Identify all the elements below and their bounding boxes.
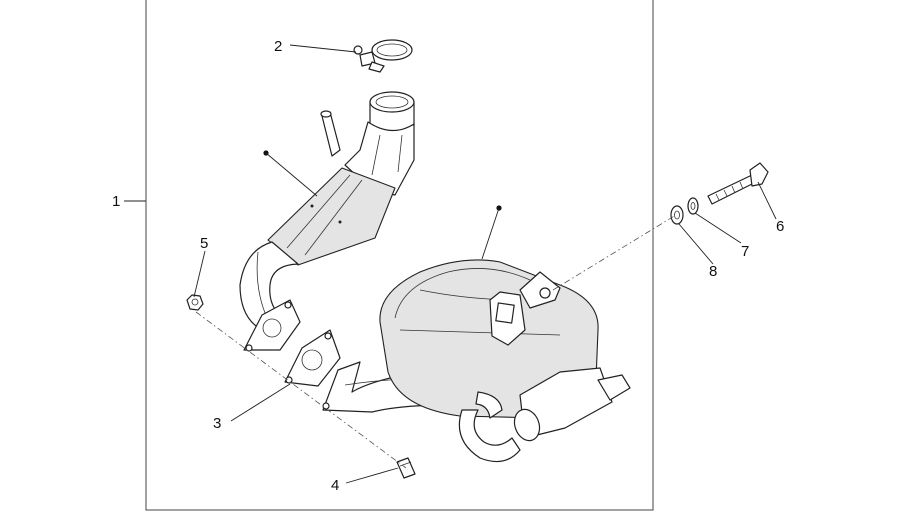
assembly-axis-lines xyxy=(195,214,677,469)
flange-nut xyxy=(186,294,204,311)
spacer xyxy=(670,205,684,225)
muffler xyxy=(322,259,631,463)
callout-7: 7 xyxy=(741,243,749,260)
callout-6: 6 xyxy=(776,218,784,235)
flange-gasket xyxy=(284,329,341,387)
callout-5: 5 xyxy=(200,235,208,252)
callout-2: 2 xyxy=(274,38,282,55)
leader-lines xyxy=(124,44,777,484)
callout-1: 1 xyxy=(112,193,120,210)
callout-4: 4 xyxy=(331,477,339,494)
exhaust-header-pipe xyxy=(239,91,415,352)
callout-3: 3 xyxy=(213,415,221,432)
assembly-frame xyxy=(145,0,654,511)
washer xyxy=(687,197,699,215)
callout-8: 8 xyxy=(709,263,717,280)
hose-clamp xyxy=(353,39,413,73)
muffler-mount-bolt xyxy=(707,162,769,205)
